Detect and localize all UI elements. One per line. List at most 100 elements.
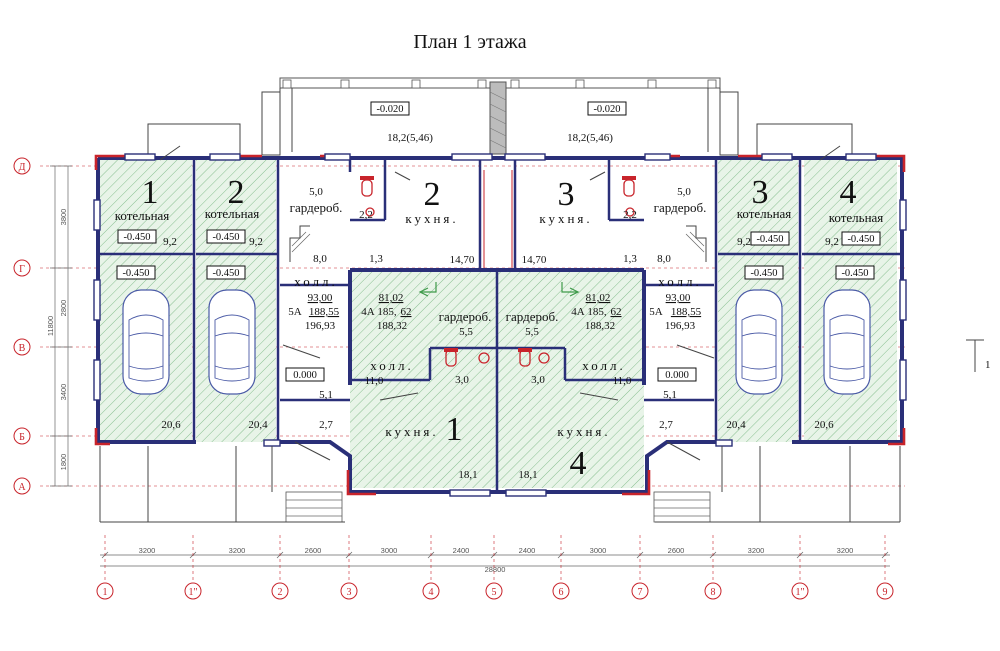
section-marker: 1 <box>966 339 991 372</box>
axis-marker-x-7: 6 <box>552 535 570 600</box>
svg-text:Д: Д <box>19 162 26 173</box>
axis-marker-a: А <box>13 477 31 495</box>
svg-text:9,2: 9,2 <box>249 236 263 248</box>
svg-text:-0.450: -0.450 <box>212 232 239 243</box>
svg-text:62: 62 <box>611 306 622 318</box>
axis-marker-v: В <box>13 338 31 356</box>
svg-text:гардероб.: гардероб. <box>439 309 492 324</box>
svg-text:81,02: 81,02 <box>379 292 404 304</box>
svg-text:2: 2 <box>278 587 283 598</box>
svg-text:-0.020: -0.020 <box>593 104 620 115</box>
svg-text:гардероб.: гардероб. <box>506 309 559 324</box>
apartment-stats-inner-right: 81,02 4А 185, 62 188,32 <box>571 292 621 332</box>
svg-text:-0.450: -0.450 <box>123 232 150 243</box>
svg-text:холл.: холл. <box>658 274 702 289</box>
garage-2: -0.450 20,4 <box>206 265 268 431</box>
svg-text:холл.: холл. <box>370 358 414 373</box>
hall-level-left: 0.000 <box>285 367 325 382</box>
svg-text:1: 1 <box>446 411 463 448</box>
axis-marker-x-10: 1" <box>791 535 809 600</box>
svg-text:14,70: 14,70 <box>522 254 547 266</box>
garage-1: -0.450 20,6 <box>116 265 181 431</box>
horizontal-dimension-chain <box>100 554 890 567</box>
axis-marker-b: Б <box>13 427 31 445</box>
svg-text:Б: Б <box>19 432 25 443</box>
svg-text:185,: 185, <box>587 306 607 318</box>
svg-text:-0.450: -0.450 <box>750 268 777 279</box>
car-icon <box>208 289 256 395</box>
svg-text:188,32: 188,32 <box>377 320 407 332</box>
wardrobe-mid-left: гардероб. 5,5 <box>439 309 492 338</box>
svg-text:0.000: 0.000 <box>293 370 317 381</box>
axis-marker-x-9: 8 <box>704 535 722 600</box>
staircase-left <box>289 225 311 262</box>
svg-text:81,02: 81,02 <box>586 292 611 304</box>
svg-text:20,4: 20,4 <box>248 419 268 431</box>
dim-span-10: 3200 <box>837 546 854 555</box>
svg-text:62: 62 <box>401 306 412 318</box>
sink-icon <box>538 352 550 364</box>
wardrobe-top-left: 5,0 гардероб. <box>290 186 343 215</box>
door-swings <box>159 145 841 461</box>
svg-text:котельная: котельная <box>737 206 792 221</box>
vest2-area-left: 2,7 <box>319 419 333 431</box>
svg-text:3: 3 <box>558 176 575 213</box>
hall-mid-left: холл. 11,0 <box>365 358 414 387</box>
dimension-labels: 3200 3200 2600 3000 2400 2400 3000 2600 … <box>139 546 854 574</box>
vertical-dimension-chain: 3800 2800 3400 1800 11800 <box>46 165 72 487</box>
terrace-area-right: 18,2(5,46) <box>567 132 613 144</box>
svg-text:185,: 185, <box>377 306 397 318</box>
kitchen-3: 3 кухня. 14,70 <box>522 176 590 266</box>
svg-text:5А: 5А <box>288 306 302 318</box>
svg-text:188,32: 188,32 <box>585 320 615 332</box>
kitchen-1: кухня. 1 18,1 <box>385 411 477 481</box>
car-icon <box>735 289 783 395</box>
svg-text:9,2: 9,2 <box>737 236 751 248</box>
svg-text:18,1: 18,1 <box>458 469 477 481</box>
svg-text:93,00: 93,00 <box>666 292 691 304</box>
svg-text:5А: 5А <box>649 306 663 318</box>
svg-text:котельная: котельная <box>115 208 170 223</box>
dim-span-5: 2400 <box>453 546 470 555</box>
dim-span-6: 2400 <box>519 546 536 555</box>
svg-text:гардероб.: гардероб. <box>290 200 343 215</box>
svg-text:196,93: 196,93 <box>305 320 336 332</box>
wc-mid-area-left: 3,0 <box>455 374 469 386</box>
hall-level-right: 0.000 <box>657 367 697 382</box>
sink-icon <box>478 352 490 364</box>
toilet-icon <box>518 348 532 367</box>
garage-4: -0.450 20,6 <box>814 265 875 431</box>
dim-v-1800: 1800 <box>59 454 68 471</box>
svg-text:кухня.: кухня. <box>385 424 438 439</box>
vest-area-left: 5,1 <box>319 389 333 401</box>
svg-text:9: 9 <box>883 587 888 598</box>
boiler-room-2: 2 котельная -0.450 9,2 <box>205 174 263 248</box>
dim-v-3400: 3400 <box>59 384 68 401</box>
dim-span-1: 3200 <box>139 546 156 555</box>
svg-text:9,2: 9,2 <box>163 236 177 248</box>
dim-v-2800: 2800 <box>59 300 68 317</box>
kitchen-2: 2 кухня. 14,70 <box>405 176 475 266</box>
axis-marker-x-11: 9 <box>876 535 894 600</box>
svg-text:9,2: 9,2 <box>825 236 839 248</box>
svg-text:3: 3 <box>752 174 769 211</box>
svg-text:холл.: холл. <box>582 358 626 373</box>
svg-text:1: 1 <box>142 174 159 211</box>
axis-marker-x-5: 4 <box>422 535 440 600</box>
svg-text:кухня.: кухня. <box>405 211 458 226</box>
svg-text:кухня.: кухня. <box>557 424 610 439</box>
svg-text:1": 1" <box>188 587 197 598</box>
svg-text:В: В <box>19 343 26 354</box>
dim-span-9: 3200 <box>748 546 765 555</box>
svg-text:20,4: 20,4 <box>726 419 746 431</box>
svg-text:Г: Г <box>19 264 25 275</box>
svg-text:4: 4 <box>840 174 857 211</box>
dim-v-3800: 3800 <box>59 209 68 226</box>
boiler-room-3: 3 котельная -0.450 9,2 <box>737 174 792 248</box>
axis-marker-x-2: 1" <box>184 535 202 600</box>
staircase-right <box>685 225 707 262</box>
dim-total: 28800 <box>485 565 506 574</box>
axis-marker-g: Г <box>13 259 31 277</box>
apartment-stats-outer-left: холл. 93,00 5А 188,55 196,93 <box>288 274 339 332</box>
